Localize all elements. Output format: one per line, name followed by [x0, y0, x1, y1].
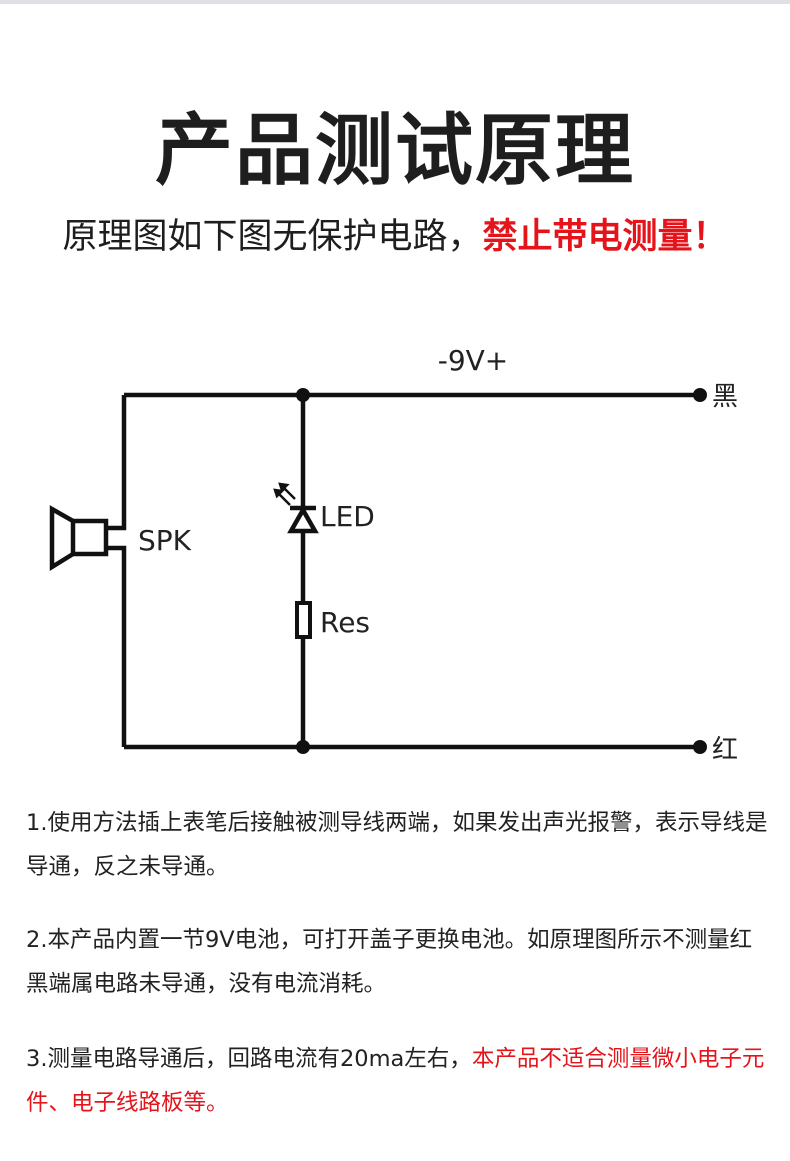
note-3: 3.测量电路导通后，回路电流有20ma左右，本产品不适合测量微小电子元件、电子线… [26, 1037, 771, 1125]
voltage-label: -9V+ [438, 344, 509, 377]
speaker-label: SPK [138, 524, 192, 557]
note-1: 1.使用方法插上表笔后接触被测导线两端，如果发出声光报警，表示导线是导通，反之未… [26, 801, 771, 889]
note-3-text: 3.测量电路导通后，回路电流有20ma左右， [26, 1046, 472, 1072]
resistor-label: Res [320, 606, 370, 639]
left-wire [106, 395, 127, 747]
terminal-label-black: 黑 [712, 382, 738, 412]
subtitle-text: 原理图如下图无保护电路， [62, 217, 483, 257]
page-title: 产品测试原理 [154, 106, 635, 196]
speaker-body [70, 518, 109, 557]
circuit-diagram: -9V+ 黑 红 SPK LED Res [49, 344, 738, 765]
resistor-symbol [295, 601, 312, 639]
junction-dot [296, 388, 310, 402]
terminal-dot-black [693, 388, 707, 402]
note-3-warning: 本产品不适合测量微小电子元件、电子线路板等。 [26, 1046, 765, 1116]
speaker-horn [49, 505, 75, 572]
terminal-label-red: 红 [712, 735, 738, 765]
subtitle: 原理图如下图无保护电路，禁止带电测量！ [0, 208, 790, 259]
note-2-text: 2.本产品内置一节9V电池，可打开盖子更换电池。如原理图所示不测量红黑端属电路未… [26, 927, 753, 997]
junction-dot [296, 740, 310, 754]
led-triangle [287, 505, 319, 534]
terminal-dot-red [693, 740, 707, 754]
note-2: 2.本产品内置一节9V电池，可打开盖子更换电池。如原理图所示不测量红黑端属电路未… [26, 918, 771, 1006]
note-1-text: 1.使用方法插上表笔后接触被测导线两端，如果发出声光报警，表示导线是导通，反之未… [26, 810, 768, 880]
led-light-arrows-icon [273, 482, 296, 506]
subtitle-warning: 禁止带电测量！ [482, 217, 728, 257]
led-label: LED [320, 500, 375, 533]
top-divider [0, 0, 790, 4]
